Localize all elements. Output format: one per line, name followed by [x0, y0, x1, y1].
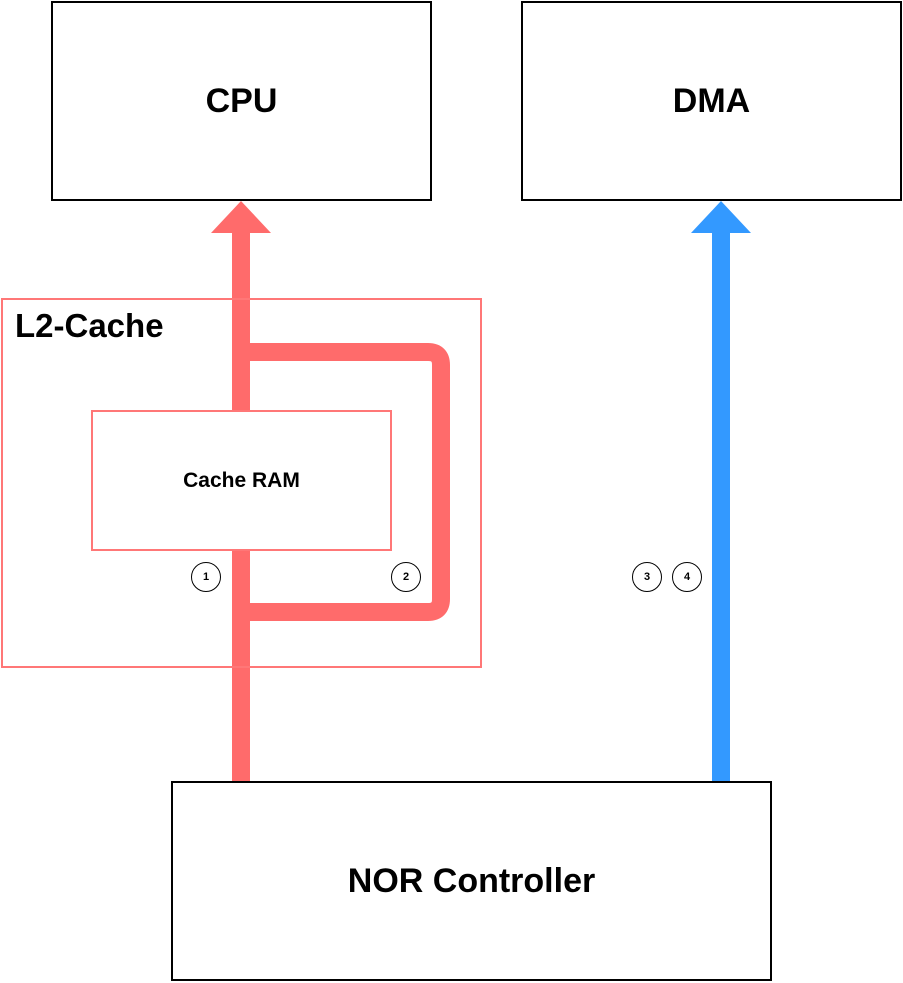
dma-arrowhead	[691, 201, 751, 233]
cpu-block: CPU	[51, 1, 432, 201]
cpu-arrowhead	[211, 201, 271, 233]
cache-ram-block: Cache RAM	[91, 410, 392, 551]
cache-bypass-path	[241, 343, 450, 621]
step-2-badge: 2	[391, 562, 421, 592]
l2-cache-region	[1, 298, 482, 668]
dma-block: DMA	[521, 1, 902, 201]
step-3-badge: 3	[632, 562, 662, 592]
step-4-badge: 4	[672, 562, 702, 592]
step-1-badge: 1	[191, 562, 221, 592]
nor-controller-block: NOR Controller	[171, 781, 772, 981]
l2-cache-label: L2-Cache	[15, 307, 164, 344]
